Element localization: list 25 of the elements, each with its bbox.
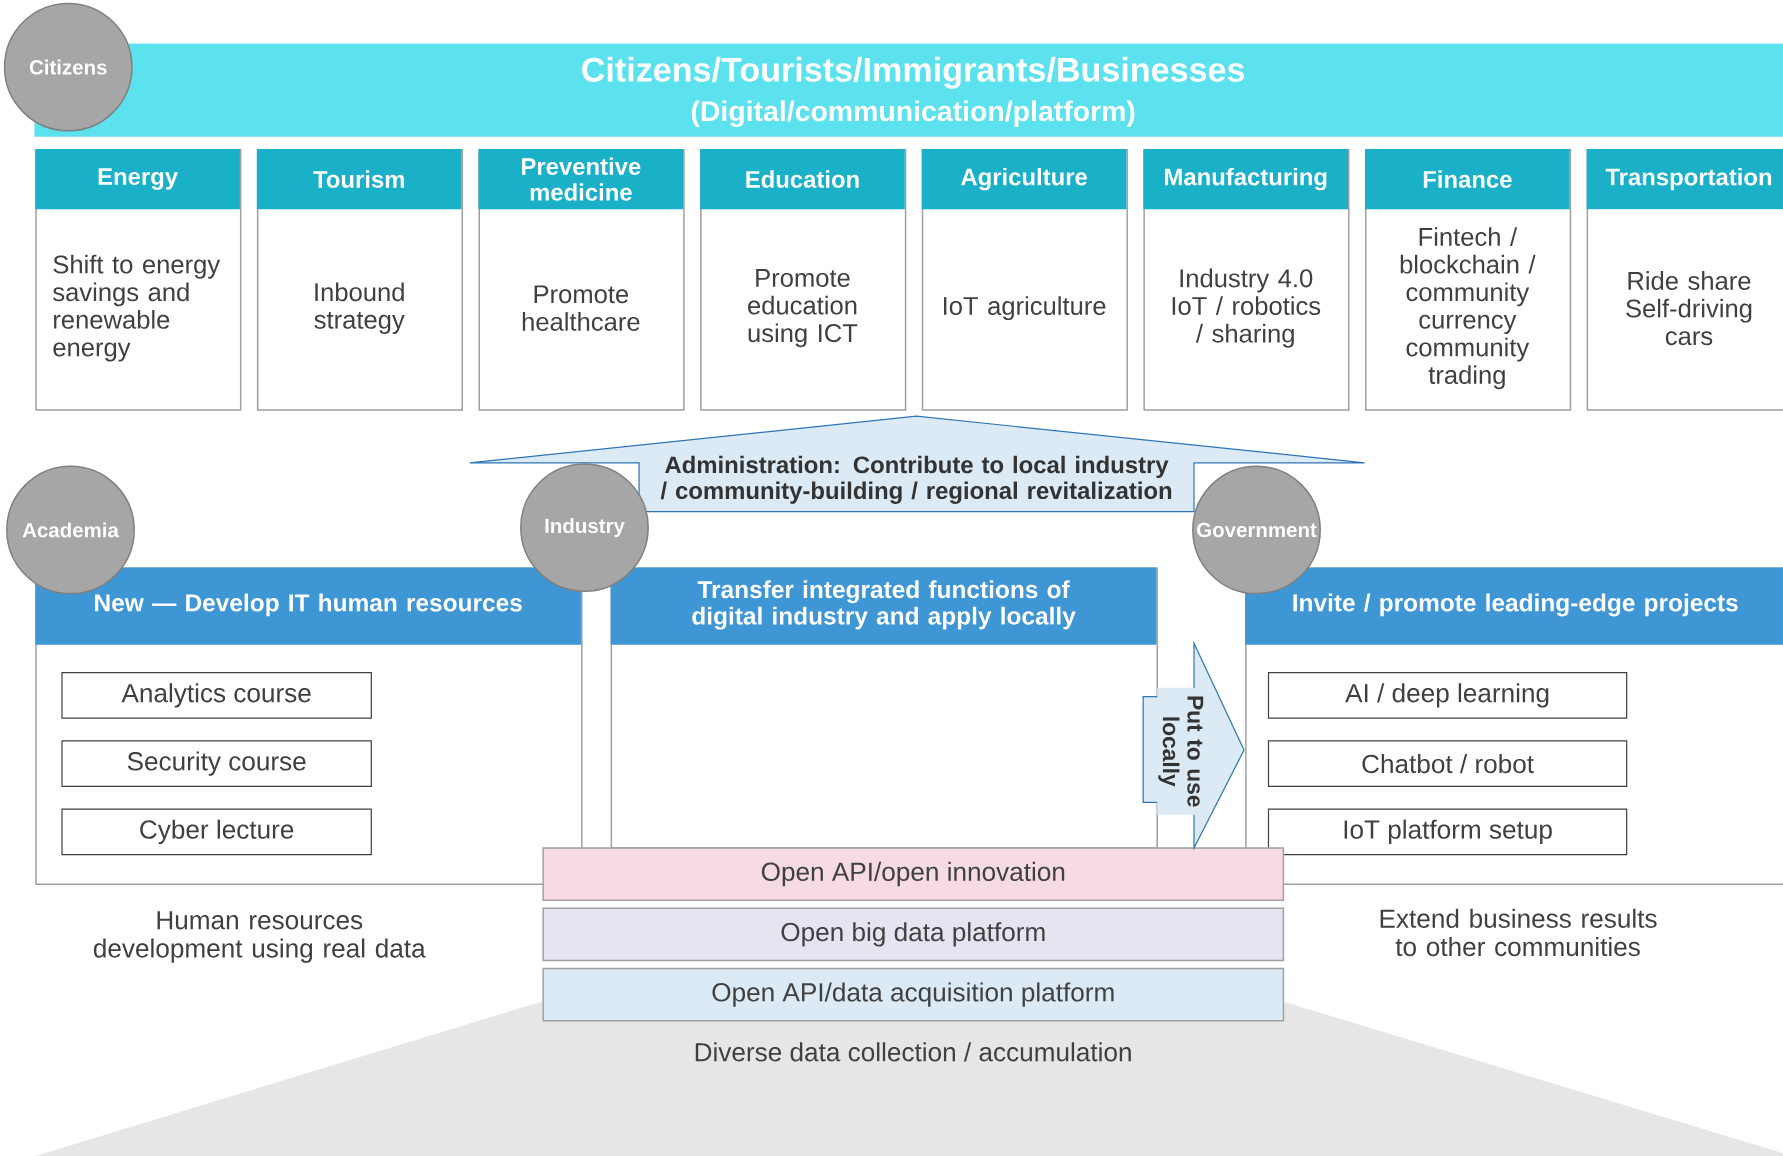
platform-bar: Open API/open innovation [542, 847, 1285, 901]
edge-label: Put to use locally [1157, 687, 1205, 815]
platform-bar: Open big data platform [542, 907, 1285, 962]
course-box: Chatbot / robot [1267, 740, 1628, 787]
platform-bar: Open API/data acquisition platform [542, 967, 1285, 1022]
circle-badge: Industry [520, 463, 649, 593]
sector-column: Transportation Ride share Self-driving cars [1586, 148, 1783, 411]
course-box: AI / deep learning [1267, 672, 1628, 719]
panel: Transfer integrated functions of digital industry and apply locally [610, 567, 1158, 849]
circle-badge: Academia [6, 465, 135, 595]
caption-text: Extend business results to other communities [1380, 908, 1657, 957]
course-box: IoT platform setup [1267, 808, 1628, 856]
sector-column: Education Promote education using ICT [700, 148, 907, 411]
sector-column: Tourism Inbound strategy [256, 148, 464, 411]
sector-column: Preventive medicine Promote healthcare [478, 148, 685, 411]
sector-column: Agriculture IoT agriculture [921, 148, 1128, 411]
sector-column: Finance Fintech / blockchain / community currency community trading [1365, 148, 1572, 411]
sector-column: Manufacturing Industry 4.0 IoT / robotics / sharing [1143, 148, 1350, 411]
course-box: Cyber lecture [61, 808, 372, 856]
caption-text: Human resources development using real data [93, 911, 426, 963]
course-box: Security course [61, 740, 372, 787]
circle-badge: Government [1192, 465, 1321, 595]
circle-badge: Citizens [3, 2, 133, 132]
sector-column: Energy Shift to energy savings and renewable energy [35, 148, 242, 411]
course-box: Analytics course [61, 672, 372, 719]
